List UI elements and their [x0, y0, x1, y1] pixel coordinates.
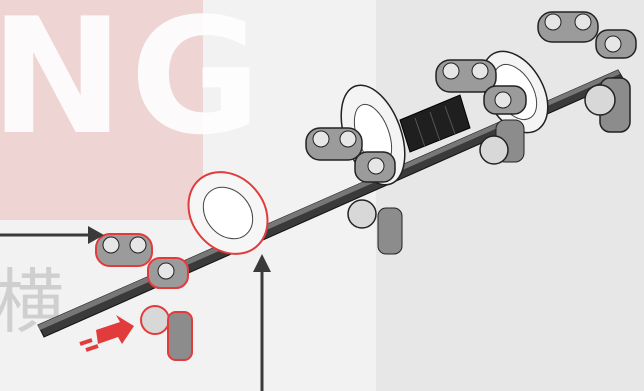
frame-part-top-right	[538, 12, 636, 132]
push-arrow-icon	[80, 315, 134, 350]
arrow-up-icon	[253, 254, 271, 391]
arrow-right-icon	[0, 226, 104, 244]
disc-highlighted	[172, 156, 284, 270]
